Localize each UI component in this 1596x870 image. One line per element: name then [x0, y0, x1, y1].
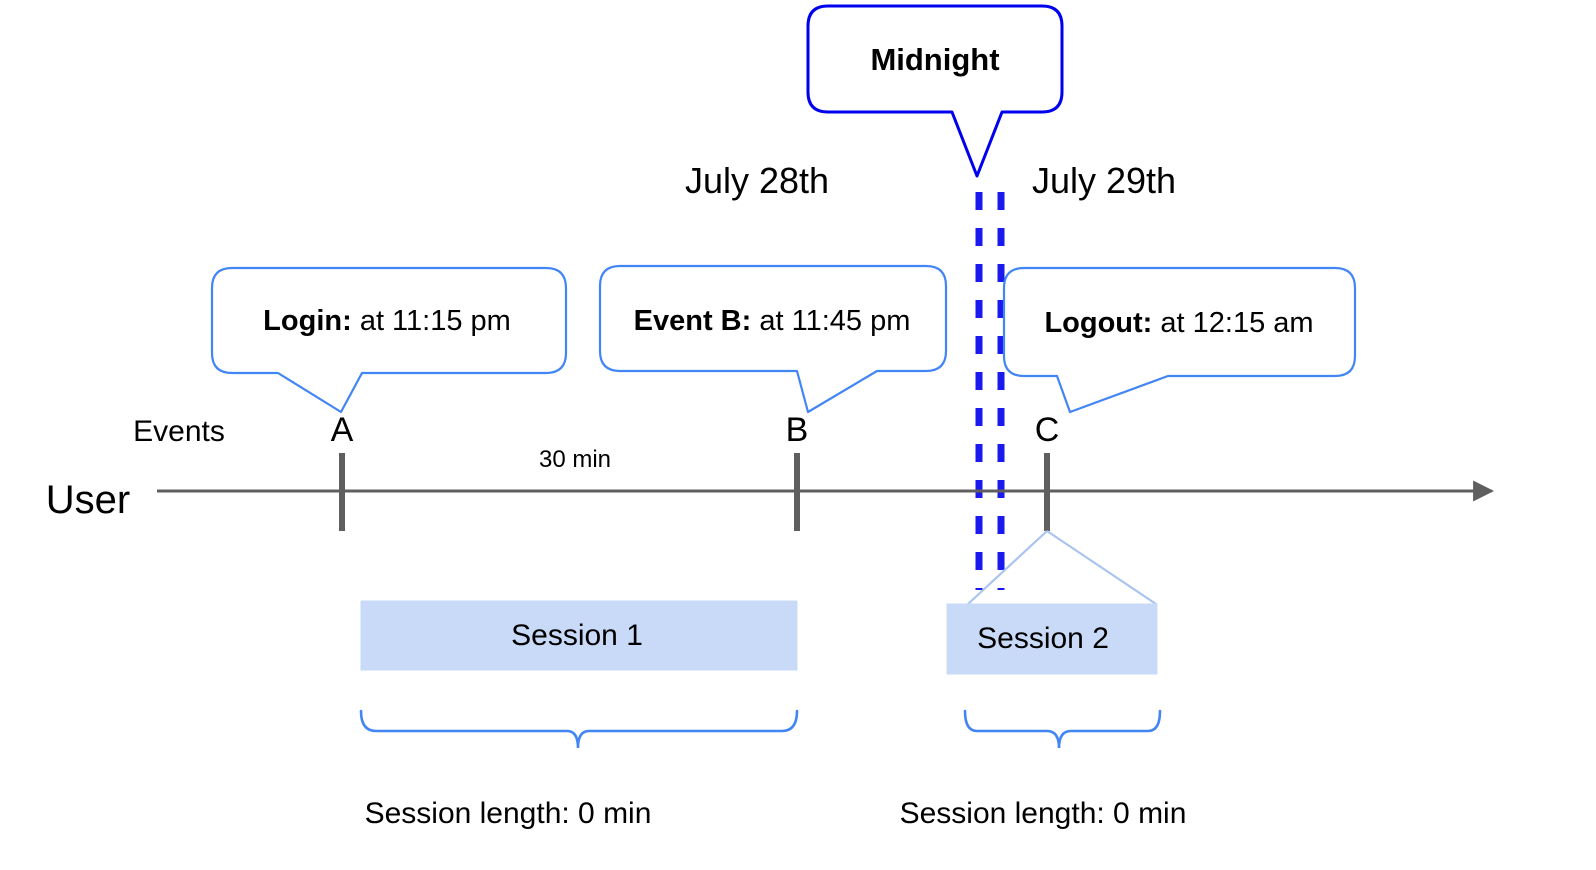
session-2-brace [963, 709, 1162, 749]
callout-text-a: Login: at 11:15 pm [263, 307, 511, 336]
callout-shape-c [1002, 266, 1357, 414]
session-2-box [946, 603, 1158, 675]
callout-b-kind: Event B: [633, 305, 752, 337]
session-1-brace [359, 709, 799, 749]
session-2-label: Session 2 [977, 622, 1109, 655]
event-ticks [339, 453, 1050, 531]
callout-shape-a [210, 266, 568, 414]
axis-label-user: User [45, 478, 131, 522]
date-label-july-29: July 29th [1031, 160, 1177, 201]
session-2-group [946, 530, 1158, 675]
event-marker-c: C [1034, 411, 1060, 449]
callout-text-b: Event B: at 11:45 pm [634, 307, 911, 336]
interval-label-30-min: 30 min [538, 446, 612, 473]
callout-a-kind: Login: [263, 305, 352, 337]
midnight-boundary-lines [975, 192, 1005, 590]
event-marker-b: B [785, 411, 809, 449]
session-1-label: Session 1 [511, 619, 643, 652]
session-1-box [360, 600, 798, 671]
callout-c-kind: Logout: [1044, 307, 1153, 339]
callout-text-c: Logout: at 12:15 am [1044, 309, 1313, 338]
callout-c-time: at 12:15 am [1152, 307, 1314, 339]
callout-a-time: at 11:15 pm [351, 305, 511, 337]
callout-b-time: at 11:45 pm [751, 305, 911, 337]
event-marker-a: A [330, 411, 354, 449]
session-1-length-label: Session length: 0 min [364, 797, 652, 830]
session-2-length-label: Session length: 0 min [899, 797, 1187, 830]
callout-shape-b [598, 264, 948, 414]
date-label-july-28: July 28th [684, 160, 830, 201]
row-label-events: Events [133, 415, 225, 448]
midnight-label: Midnight [870, 42, 1000, 77]
midnight-callout-shape [806, 4, 1064, 178]
